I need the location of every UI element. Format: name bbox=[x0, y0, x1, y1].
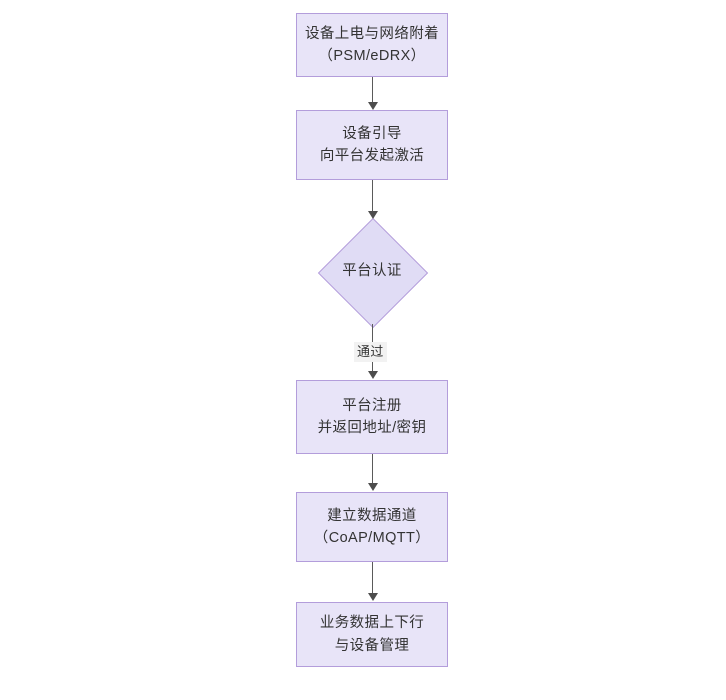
node-device-bootstrap[interactable]: 设备引导 向平台发起激活 bbox=[296, 110, 448, 180]
arrowhead-icon bbox=[367, 102, 378, 110]
edge-label-pass: 通过 bbox=[354, 342, 387, 363]
arrowhead-icon bbox=[367, 211, 378, 219]
edge-line bbox=[372, 77, 373, 103]
node-establish-data-channel[interactable]: 建立数据通道 （CoAP/MQTT） bbox=[296, 492, 448, 562]
node-business-data-and-device-management[interactable]: 业务数据上下行 与设备管理 bbox=[296, 602, 448, 667]
node-platform-registration[interactable]: 平台注册 并返回地址/密钥 bbox=[296, 380, 448, 454]
node-device-power-on[interactable]: 设备上电与网络附着 （PSM/eDRX） bbox=[296, 13, 448, 77]
node-label: 设备引导 向平台发起激活 bbox=[319, 125, 425, 164]
node-label: 设备上电与网络附着 （PSM/eDRX） bbox=[304, 25, 440, 64]
arrowhead-icon bbox=[367, 483, 378, 491]
edge-line bbox=[372, 180, 373, 212]
edge-line bbox=[372, 454, 373, 484]
node-label: 平台注册 并返回地址/密钥 bbox=[317, 397, 427, 436]
node-label: 建立数据通道 （CoAP/MQTT） bbox=[313, 507, 431, 546]
node-label: 业务数据上下行 与设备管理 bbox=[319, 615, 425, 654]
arrowhead-icon bbox=[367, 593, 378, 601]
edge-line bbox=[372, 562, 373, 594]
node-label: 平台认证 bbox=[342, 263, 402, 280]
node-platform-authentication[interactable]: 平台认证 bbox=[296, 197, 448, 347]
arrowhead-icon bbox=[367, 371, 378, 379]
